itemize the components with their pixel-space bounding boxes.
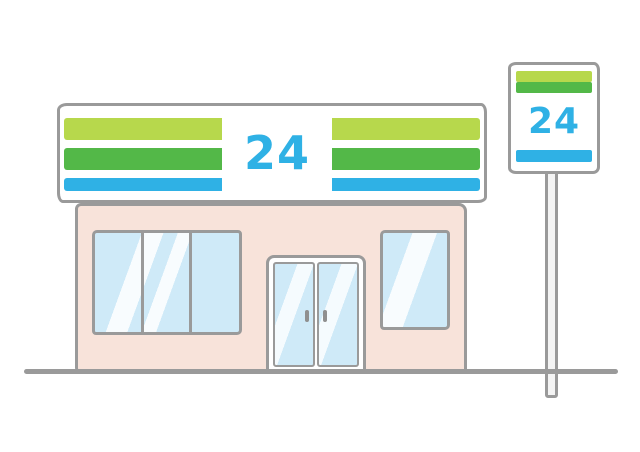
right-window bbox=[380, 230, 450, 330]
door-right-panel bbox=[317, 262, 359, 367]
pole-sign-stripe-light-green bbox=[516, 71, 592, 82]
pole-sign-number: 24 bbox=[527, 101, 581, 142]
pole-sign-stripe-green bbox=[516, 82, 592, 93]
facade-sign-number-panel: 24 bbox=[222, 106, 332, 200]
facade-sign-number: 24 bbox=[243, 126, 310, 180]
door-left-panel bbox=[273, 262, 315, 367]
window-mullion bbox=[189, 233, 193, 332]
pole-sign-stripe-blue bbox=[516, 150, 592, 162]
ground-line bbox=[24, 369, 618, 374]
facade-sign: 24 bbox=[57, 103, 487, 203]
left-window bbox=[92, 230, 242, 335]
window-mullion bbox=[140, 233, 144, 332]
entrance-door bbox=[266, 255, 366, 373]
pole-sign: 24 bbox=[508, 62, 600, 174]
door-handle bbox=[323, 310, 327, 323]
door-handle bbox=[305, 310, 309, 323]
sign-pole bbox=[545, 170, 558, 398]
